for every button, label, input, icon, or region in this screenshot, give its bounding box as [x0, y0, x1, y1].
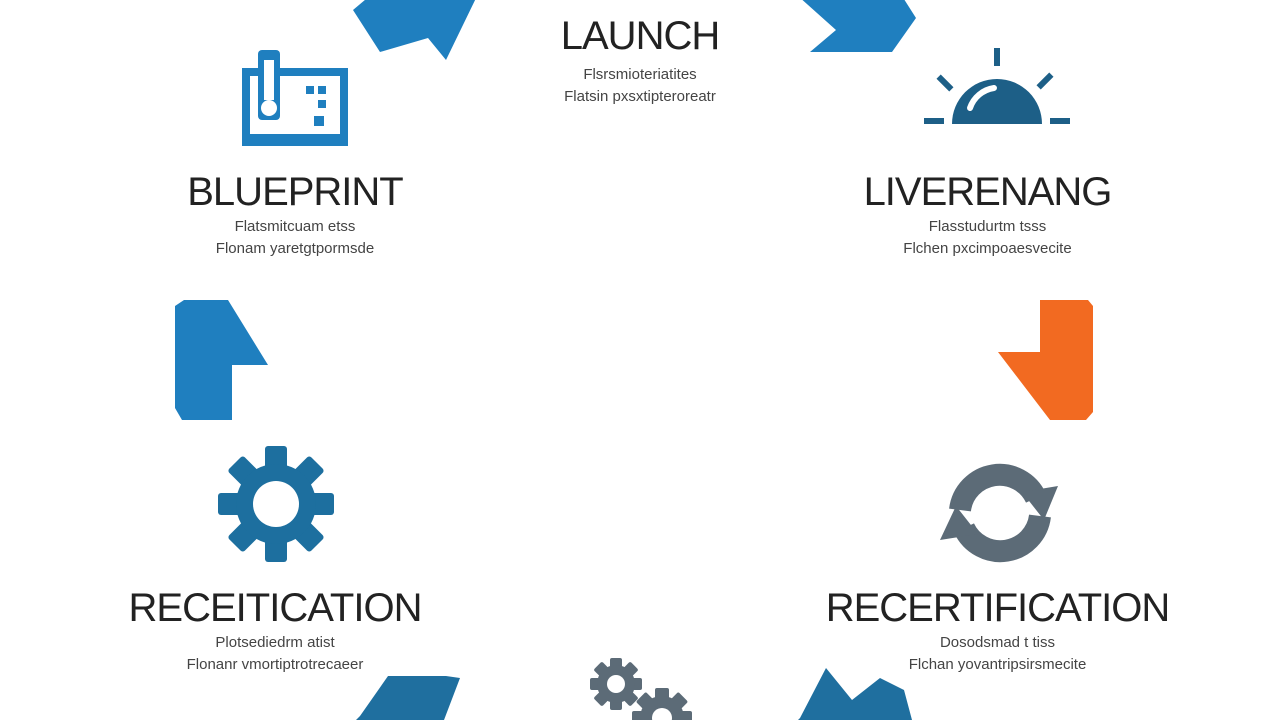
stage-description-line: Flatsmitcuam etss	[234, 218, 356, 235]
blueprint-document-icon	[242, 50, 348, 146]
stage-description-line: Flonam yaretgtpormsde	[215, 240, 375, 257]
arrow-top-left	[353, 0, 476, 60]
stage-recetication: RECEITICATION Plotsediedrm atist Flonanr…	[120, 586, 430, 676]
refresh-cycle-icon	[940, 463, 1058, 563]
stage-recertification: RECERTIFICATION Dosodsmad t tiss Flchan …	[820, 586, 1175, 676]
stage-description-line: Flchan yovantripsirsmecite	[908, 656, 1087, 673]
stage-title: LAUNCH	[560, 14, 720, 58]
arrow-right	[998, 300, 1093, 420]
double-gear-icon	[590, 658, 692, 720]
stage-description-line: Flsrsmioteriatites	[583, 66, 697, 83]
stage-description-line: Flatsin pxsxtipteroreatr	[564, 88, 716, 105]
stage-description-line: Flchen pxcimpoaesvecite	[903, 240, 1072, 257]
arrow-top-right	[802, 0, 916, 52]
stage-launch: LAUNCH Flsrsmioteriatites Flatsin pxsxti…	[520, 14, 760, 108]
stage-blueprint: BLUEPRINT Flatsmitcuam etss Flonam yaret…	[165, 170, 425, 260]
stage-description-line: Plotsediedrm atist	[215, 634, 335, 651]
stage-description-line: Flonanr vmortiptrotrecaeer	[186, 656, 364, 673]
gear-icon	[218, 446, 334, 562]
stage-livereaning: LIVERENANG Flasstudurtm tsss Flchen pxci…	[855, 170, 1120, 260]
stage-description-line: Dosodsmad t tiss	[939, 634, 1056, 651]
arrow-left	[175, 300, 268, 420]
arrow-bottom-right	[798, 668, 912, 720]
stage-title: BLUEPRINT	[187, 170, 404, 214]
stage-title: LIVERENANG	[863, 170, 1113, 214]
arrow-bottom-left	[356, 676, 460, 720]
rising-sun-icon	[924, 48, 1070, 124]
stage-title: RECEITICATION	[128, 586, 423, 630]
stage-title: RECERTIFICATION	[825, 586, 1171, 630]
stage-description-line: Flasstudurtm tsss	[928, 218, 1047, 235]
